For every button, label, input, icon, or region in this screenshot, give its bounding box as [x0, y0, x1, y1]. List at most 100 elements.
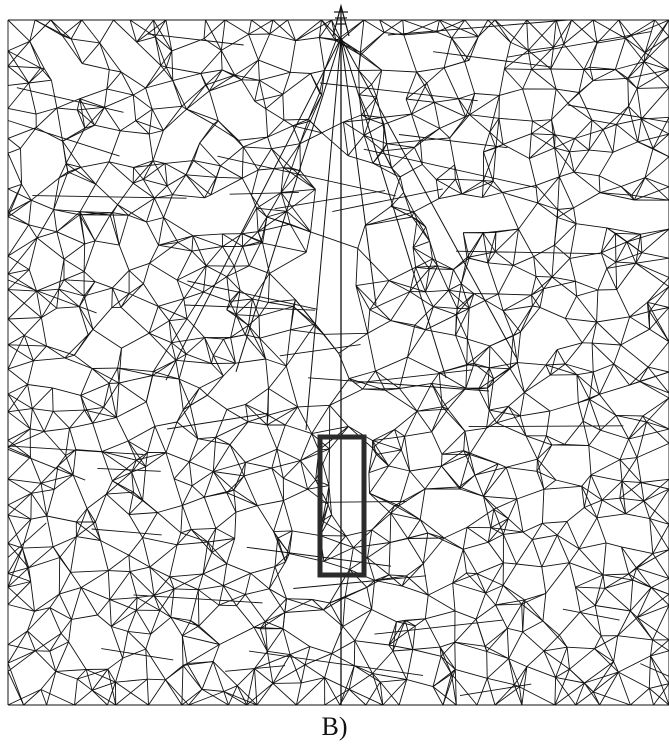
mesh-edge	[105, 95, 134, 107]
mesh-edge	[44, 69, 51, 81]
mesh-edge	[71, 20, 82, 39]
mesh-edge	[257, 208, 259, 231]
mesh-edge	[129, 270, 143, 283]
mesh-edge	[488, 534, 503, 542]
mesh-edge	[452, 37, 479, 38]
mesh-edge	[73, 450, 76, 475]
mesh-edge	[29, 200, 32, 225]
mesh-edge	[650, 329, 669, 342]
mesh-edge	[268, 120, 284, 137]
cone-ray	[341, 38, 446, 378]
mesh-edge	[575, 139, 589, 151]
mesh-edge	[123, 631, 128, 658]
mesh-edge	[630, 580, 632, 611]
mesh-edge	[484, 148, 496, 152]
mesh-edge	[273, 655, 290, 684]
mesh-edge	[290, 72, 310, 73]
mesh-edge	[403, 20, 437, 32]
mesh-edge	[503, 193, 519, 230]
mesh-edge	[82, 43, 100, 64]
mesh-edge	[511, 42, 529, 50]
mesh-edge	[56, 642, 69, 672]
mesh-edge	[274, 501, 284, 532]
mesh-edge	[589, 430, 601, 445]
mesh-edge	[428, 533, 463, 549]
mesh-edge	[329, 449, 330, 486]
mesh-edge	[77, 679, 92, 690]
mesh-edge	[641, 479, 669, 482]
mesh-edge	[47, 516, 77, 522]
mesh-edge	[487, 652, 488, 679]
mesh-edge	[8, 645, 35, 651]
mesh-edge	[21, 148, 22, 184]
mesh-edge	[66, 428, 70, 455]
mesh-edge	[166, 453, 174, 479]
mesh-edge	[589, 446, 591, 475]
mesh-edge	[513, 229, 518, 265]
mesh-edge	[464, 431, 465, 451]
highlight-rectangle	[320, 437, 364, 575]
mesh-edge	[150, 567, 170, 577]
mesh-edge	[187, 91, 210, 109]
mesh-edge	[597, 500, 602, 518]
mesh-edge	[648, 342, 669, 367]
mesh-edge	[129, 284, 143, 294]
mesh-edge	[234, 246, 242, 266]
mesh-crack	[320, 83, 478, 101]
mesh-edge	[30, 457, 41, 483]
mesh-edge	[81, 588, 97, 615]
mesh-edge	[434, 102, 439, 128]
mesh-edge	[287, 211, 311, 232]
mesh-edge	[56, 671, 78, 679]
mesh-edge	[365, 212, 414, 226]
mesh-edge	[128, 426, 155, 441]
mesh-edge	[245, 595, 265, 622]
mesh-edge	[332, 641, 355, 654]
mesh-edge	[81, 571, 108, 588]
mesh-edge	[133, 183, 154, 198]
mesh-edge	[117, 383, 120, 417]
mesh-edge	[283, 74, 311, 95]
mesh-edge	[503, 144, 529, 158]
mesh-edge	[101, 541, 109, 571]
mesh-edge	[30, 429, 44, 432]
mesh-edge	[614, 636, 618, 662]
mesh-edge	[551, 69, 556, 89]
mesh-edge	[450, 115, 470, 138]
mesh-edge	[522, 593, 546, 604]
mesh-edge	[95, 125, 121, 131]
mesh-edge	[158, 513, 181, 533]
mesh-edge	[79, 296, 84, 307]
mesh-edge	[298, 405, 330, 407]
mesh-edge	[617, 263, 636, 289]
mesh-edge	[358, 248, 389, 280]
mesh-edge	[82, 64, 109, 70]
mesh-edge	[47, 489, 54, 516]
mesh-edge	[556, 20, 564, 44]
mesh-edge	[75, 679, 78, 705]
mesh-edge	[491, 509, 494, 528]
mesh-edge	[546, 364, 565, 365]
mesh-edge	[8, 66, 29, 83]
mesh-edge	[405, 432, 432, 437]
mesh-edge	[620, 458, 637, 460]
mesh-edge	[28, 361, 34, 385]
mesh-edge	[68, 172, 96, 184]
mesh-edge	[209, 91, 218, 121]
mesh-edge	[393, 651, 407, 680]
mesh-edge	[354, 641, 355, 666]
mesh-edge	[579, 518, 597, 549]
mesh-edge	[174, 479, 192, 486]
mesh-edge	[597, 518, 606, 543]
mesh-edge	[517, 489, 544, 499]
mesh-edge	[488, 263, 513, 266]
mesh-edge	[330, 405, 349, 426]
mesh-edge	[517, 363, 546, 365]
mesh-edge	[192, 251, 206, 266]
mesh-edge	[544, 486, 582, 489]
mesh-edge	[119, 215, 128, 245]
mesh-crack	[456, 251, 601, 254]
mesh-edge	[597, 322, 621, 345]
mesh-edge	[503, 563, 516, 564]
mesh-edge	[616, 262, 636, 263]
